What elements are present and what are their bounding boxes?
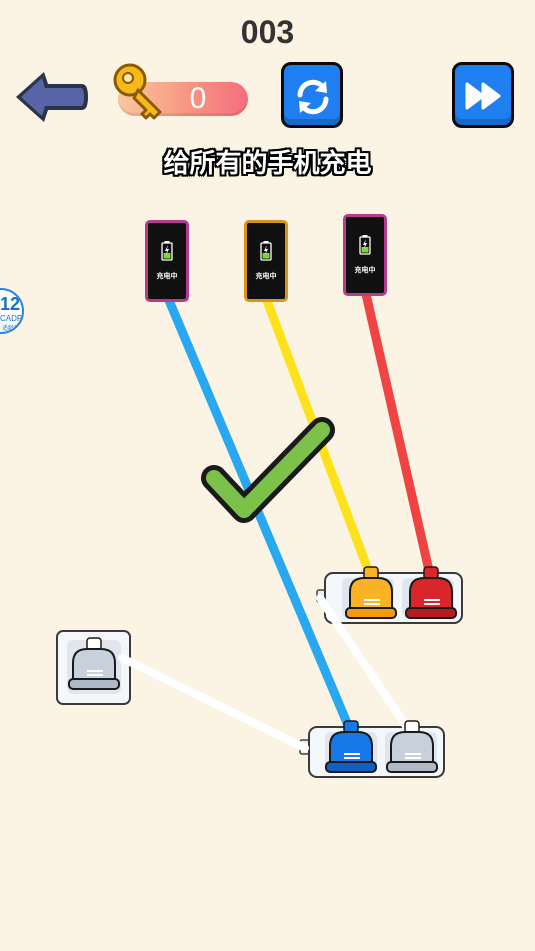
red-cable[interactable] <box>361 289 435 580</box>
yellow-plug[interactable] <box>345 566 397 619</box>
back-button[interactable] <box>10 64 90 130</box>
red-plug[interactable] <box>405 566 457 619</box>
battery-icon <box>260 241 272 261</box>
blue-plug[interactable] <box>325 720 377 773</box>
white-plug[interactable] <box>386 720 438 773</box>
blue-cable[interactable] <box>163 293 355 735</box>
level-number: 003 <box>240 14 295 50</box>
white-cable-right[interactable] <box>316 594 416 739</box>
age-rating-number: 12+ <box>0 294 22 314</box>
battery-icon <box>359 235 371 255</box>
age-rating-badge[interactable]: 12+ CADPA 适龄提示 <box>0 288 24 334</box>
phone-status: 充电中 <box>156 272 178 280</box>
age-rating-note: 适龄提示 <box>2 325 21 332</box>
phone-3[interactable]: 充电中 <box>343 214 387 296</box>
skip-forward-icon <box>465 82 501 110</box>
back-arrow-icon <box>16 72 88 122</box>
phone-status: 充电中 <box>354 266 376 274</box>
key-icon <box>113 63 162 120</box>
key-count: 0 <box>189 82 207 115</box>
restart-button[interactable] <box>281 62 343 128</box>
skip-level-button[interactable] <box>452 62 514 128</box>
white-cable-left[interactable] <box>118 654 309 752</box>
phone-2[interactable]: 充电中 <box>244 220 288 302</box>
instruction-text: 给所有的手机充电 <box>163 149 372 179</box>
phone-1[interactable]: 充电中 <box>145 220 189 302</box>
battery-icon <box>161 241 173 261</box>
age-rating-org: CADPA <box>0 314 22 323</box>
phone-status: 充电中 <box>255 272 277 280</box>
restart-icon <box>297 79 329 115</box>
empty-socket-plug[interactable] <box>68 637 120 690</box>
